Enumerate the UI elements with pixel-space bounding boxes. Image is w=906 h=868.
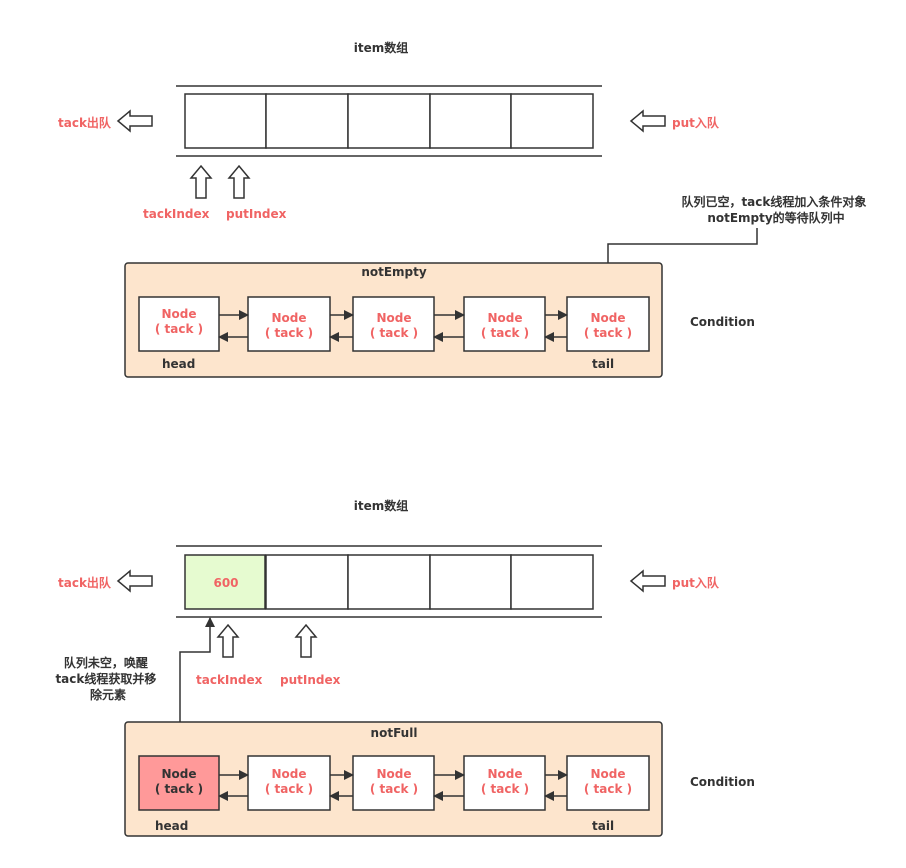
top-array-title: item数组: [354, 40, 409, 55]
bottom-head-label: head: [155, 819, 188, 833]
bottom-condition-label: Condition: [690, 775, 755, 789]
node-sublabel: ( tack ): [265, 782, 313, 796]
bottom-array-cells: 600: [184, 554, 594, 610]
node-label: Node: [376, 311, 411, 325]
node: Node ( tack ): [352, 296, 435, 352]
bottom-array-cell: [510, 554, 594, 610]
bottom-annotation-line: 除元素: [90, 687, 126, 702]
node: Node ( tack ): [247, 755, 331, 811]
up-arrow-icon: [227, 164, 251, 199]
node-sublabel: ( tack ): [481, 326, 529, 340]
node: Node ( tack ): [352, 755, 435, 811]
top-section: item数组 tack出队 put入队 tackIndex putIndex 队…: [58, 40, 870, 378]
up-arrow-icon: [294, 623, 318, 658]
node-sublabel: ( tack ): [155, 322, 203, 336]
node-sublabel: ( tack ): [584, 782, 632, 796]
node-label: Node: [590, 767, 625, 781]
top-node-list: Node ( tack ) Node ( tack ) Node ( tack …: [138, 296, 650, 352]
node-head-highlighted: Node ( tack ): [138, 755, 220, 811]
up-arrow-icon: [216, 623, 240, 658]
top-array-cell: [429, 93, 512, 149]
node: Node ( tack ): [247, 296, 331, 352]
bottom-annotation-line: tack线程获取并移: [55, 671, 156, 686]
node: Node ( tack ): [463, 296, 546, 352]
bottom-array-cell: [429, 554, 512, 610]
node-sublabel: ( tack ): [370, 782, 418, 796]
bottom-array-cell: [265, 554, 349, 610]
top-array-cell: [265, 93, 349, 149]
node-label: Node: [271, 767, 306, 781]
node-label: Node: [590, 311, 625, 325]
node-sublabel: ( tack ): [370, 326, 418, 340]
bottom-condition-title: notFull: [371, 726, 418, 740]
bottom-take-index-label: tackIndex: [196, 673, 263, 687]
bottom-node-list: Node ( tack ) Node ( tack ) Node ( tack …: [138, 755, 650, 811]
left-arrow-icon: [629, 569, 666, 593]
node: Node ( tack ): [463, 755, 546, 811]
top-array-cells: [184, 93, 594, 149]
node: Node ( tack ): [566, 755, 650, 811]
top-array-cell: [184, 93, 267, 149]
left-arrow-icon: [116, 569, 153, 593]
top-put-in-label: put入队: [672, 115, 720, 130]
bottom-annotation-line: 队列未空，唤醒: [64, 655, 148, 670]
bottom-node-links: [218, 770, 568, 801]
top-annotation: 队列已空，tack线程加入条件对象 notEmpty的等待队列中: [681, 194, 870, 225]
top-put-index-label: putIndex: [226, 207, 287, 221]
top-take-index-label: tackIndex: [143, 207, 210, 221]
node-label: Node: [487, 767, 522, 781]
top-head-label: head: [162, 357, 195, 371]
left-arrow-icon: [629, 109, 666, 133]
bottom-put-in-label: put入队: [672, 575, 720, 590]
node-label: Node: [271, 311, 306, 325]
bottom-array-cell-filled: [184, 554, 266, 610]
top-take-out-label: tack出队: [58, 115, 112, 130]
top-tail-label: tail: [592, 357, 614, 371]
node-label: Node: [161, 307, 196, 321]
node-label: Node: [376, 767, 411, 781]
top-node-links: [218, 310, 568, 342]
bottom-take-out-label: tack出队: [58, 575, 112, 590]
left-arrow-icon: [116, 109, 153, 133]
node-sublabel: ( tack ): [481, 782, 529, 796]
up-arrow-icon: [189, 164, 213, 199]
bottom-section: item数组 600 tack出队 put入队 tackIndex putInd…: [55, 498, 755, 837]
node-sublabel: ( tack ): [584, 326, 632, 340]
bottom-array-title: item数组: [354, 498, 409, 513]
node-sublabel: ( tack ): [155, 782, 203, 796]
top-array-cell: [510, 93, 594, 149]
node: Node ( tack ): [566, 296, 650, 352]
bottom-tail-label: tail: [592, 819, 614, 833]
node: Node ( tack ): [138, 296, 220, 352]
top-condition-title: notEmpty: [361, 265, 427, 279]
top-annotation-line: 队列已空，tack线程加入条件对象: [681, 194, 866, 209]
bottom-head-connector: [179, 617, 215, 755]
bottom-cell-value: 600: [213, 576, 238, 590]
bottom-annotation: 队列未空，唤醒 tack线程获取并移 除元素: [55, 655, 160, 702]
node-label: Node: [161, 767, 196, 781]
bottom-array-cell: [347, 554, 431, 610]
node-sublabel: ( tack ): [265, 326, 313, 340]
top-annotation-line: notEmpty的等待队列中: [707, 210, 844, 225]
bottom-put-index-label: putIndex: [280, 673, 341, 687]
top-array-cell: [347, 93, 431, 149]
node-label: Node: [487, 311, 522, 325]
top-condition-label: Condition: [690, 315, 755, 329]
